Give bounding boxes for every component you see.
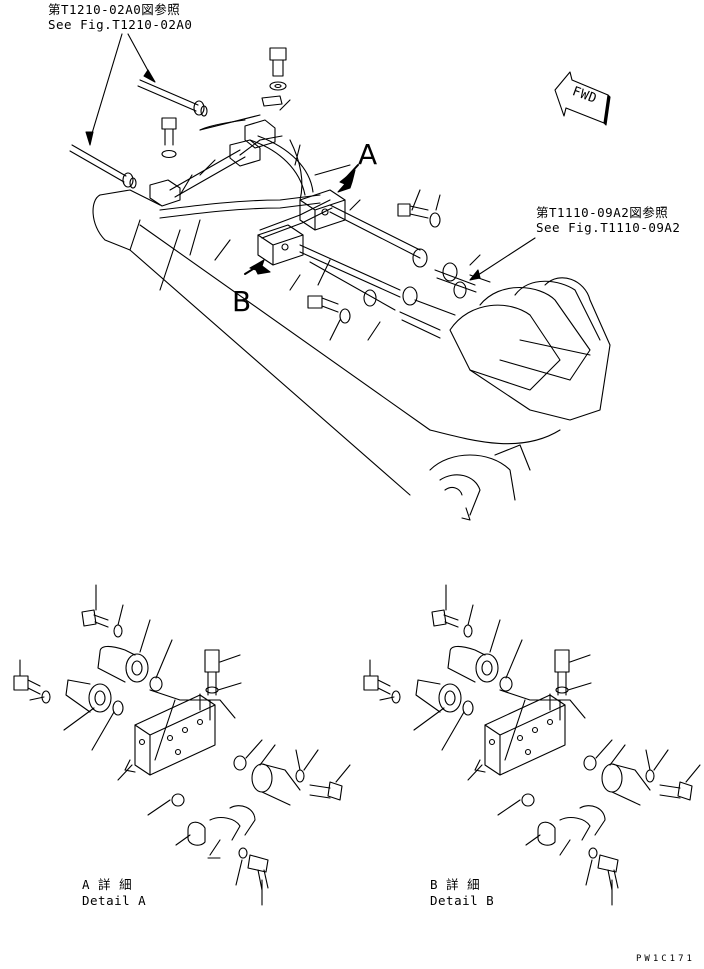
ref-right-en: See Fig.T1110-09A2 <box>536 220 681 235</box>
clamp-block-b <box>258 225 303 265</box>
detail-b-title-jp: B 詳 細 <box>430 877 481 892</box>
arrow-a-icon <box>338 165 358 192</box>
clamp-small <box>150 120 275 206</box>
detail-a-title-en: Detail A <box>82 893 147 908</box>
detail-b-title-en: Detail B <box>430 893 495 908</box>
bolt-left <box>162 118 176 158</box>
long-pin-upper <box>138 80 207 116</box>
bucket-cylinders <box>450 278 610 420</box>
couplings <box>364 249 490 338</box>
bolt-right-upper <box>398 204 440 227</box>
detail-a-title-jp: A 詳 細 <box>82 877 133 892</box>
arrow-b-icon <box>245 260 270 274</box>
arm-end <box>430 445 530 520</box>
long-pin-lower <box>70 145 136 188</box>
main-assembly <box>70 34 610 520</box>
boom-outline <box>93 115 560 495</box>
ref-top-left-jp: 第T1210-02A0図参照 <box>48 2 181 17</box>
view-letter-b: B <box>232 285 252 318</box>
detail-b-drawing <box>364 585 700 905</box>
clamp-block-a <box>300 190 345 230</box>
ref-right-jp: 第T1110-09A2図参照 <box>536 205 669 220</box>
view-letter-a: A <box>358 138 378 171</box>
fwd-arrow-icon <box>555 72 610 125</box>
ref-top-left-en: See Fig.T1210-02A0 <box>48 17 193 32</box>
detail-a-drawing <box>14 585 350 905</box>
leader-lines-main <box>130 100 480 340</box>
bolt-top <box>262 48 286 106</box>
bolt-right-lower <box>308 296 350 323</box>
drawing-code: PW1C171 <box>636 954 695 964</box>
